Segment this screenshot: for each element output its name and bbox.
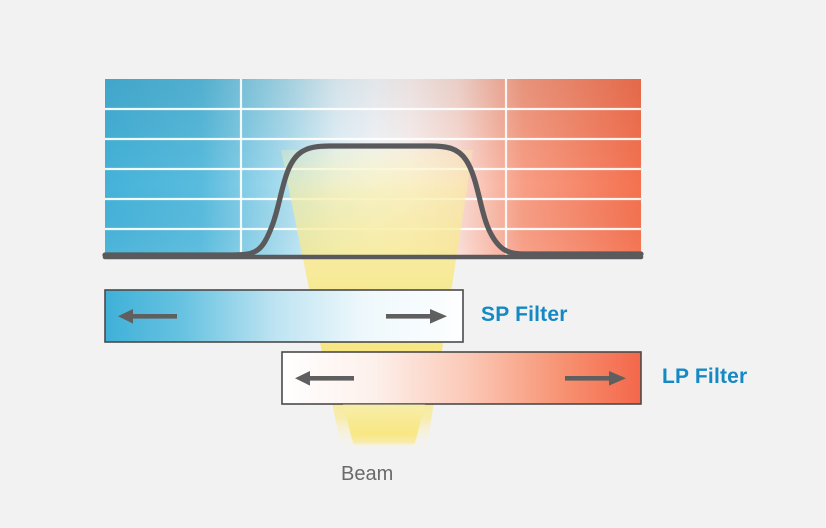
transmission-curve — [102, 143, 644, 258]
lp-filter-label: LP Filter — [662, 365, 748, 388]
sp-arrow-left-icon — [118, 309, 177, 324]
sp-filter-label: SP Filter — [481, 303, 568, 326]
lp-filter-bar[interactable] — [281, 351, 642, 405]
beam-label: Beam — [341, 463, 394, 485]
lp-arrow-left-icon — [295, 371, 354, 386]
beam-lower-shape — [343, 404, 425, 447]
lp-arrow-right-icon — [565, 371, 626, 386]
sp-filter-bar[interactable] — [104, 289, 464, 343]
chart-gridlines-vertical — [239, 79, 508, 257]
sp-arrow-right-icon — [386, 309, 447, 324]
beam-lower-cone — [343, 404, 425, 447]
